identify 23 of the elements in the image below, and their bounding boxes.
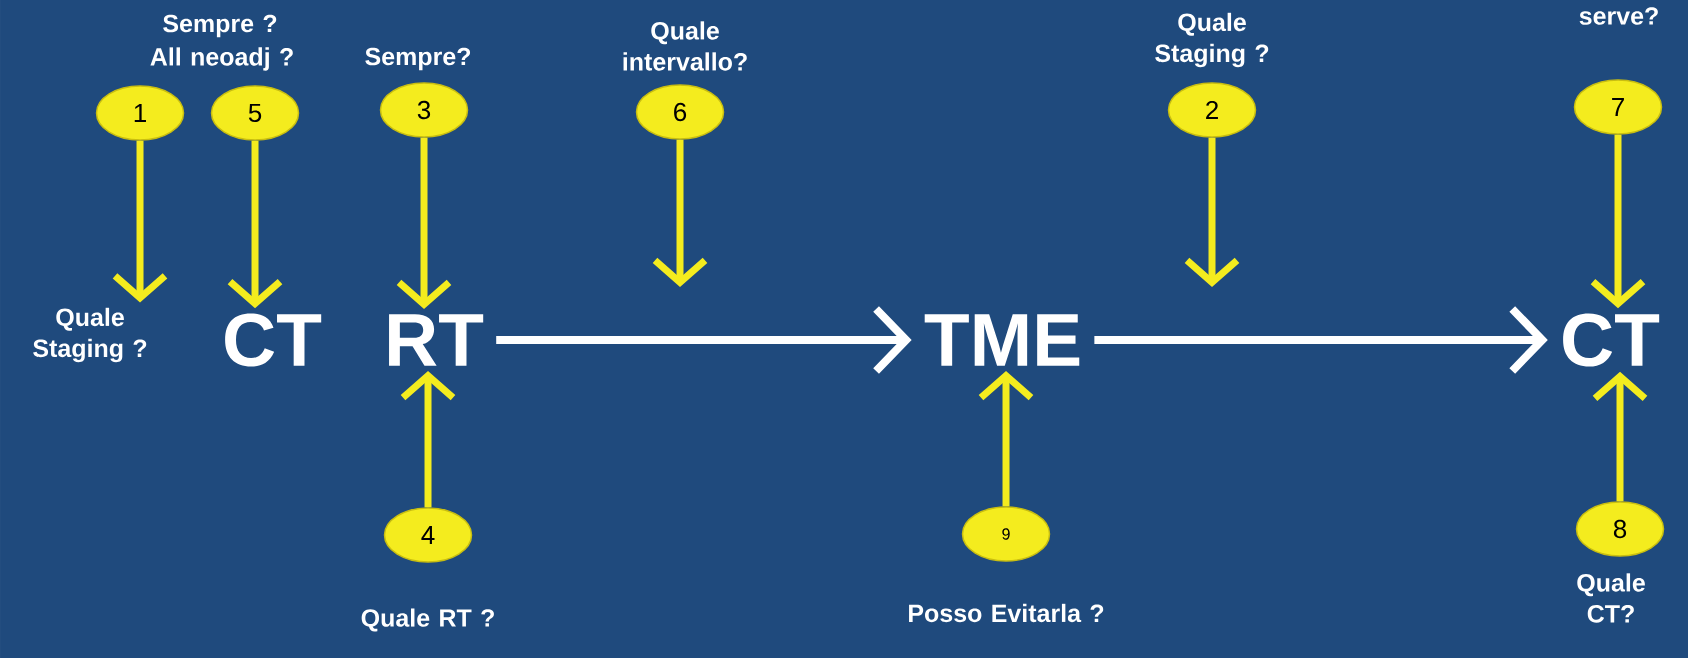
arrow bbox=[652, 139, 708, 287]
question-text: Posso Evitarla ? bbox=[909, 603, 1104, 623]
question-text: serve? bbox=[1579, 7, 1658, 25]
arrow bbox=[112, 140, 168, 303]
arrow bbox=[1592, 371, 1648, 502]
treatment-label: RT bbox=[389, 314, 484, 366]
question-text: Sempre ? bbox=[163, 14, 277, 38]
arrow bbox=[400, 371, 456, 508]
treatment-label: TME bbox=[924, 314, 1080, 366]
question-text: Quale Staging ? bbox=[33, 307, 147, 363]
question-text: Quale Staging ? bbox=[1155, 12, 1269, 68]
question-text: Quale CT? bbox=[1577, 573, 1645, 623]
arrow bbox=[396, 137, 452, 309]
question-text: All neoadj ? bbox=[150, 47, 293, 71]
arrow bbox=[227, 140, 283, 309]
question-text: Quale RT ? bbox=[361, 608, 494, 632]
treatment-label: CT bbox=[1563, 313, 1660, 367]
treatment-label: CT bbox=[225, 313, 322, 367]
arrow bbox=[1184, 137, 1240, 287]
question-text: Sempre? bbox=[365, 47, 471, 71]
arrow bbox=[978, 371, 1034, 507]
question-text: Quale intervallo? bbox=[623, 21, 747, 71]
arrow bbox=[1590, 134, 1646, 309]
